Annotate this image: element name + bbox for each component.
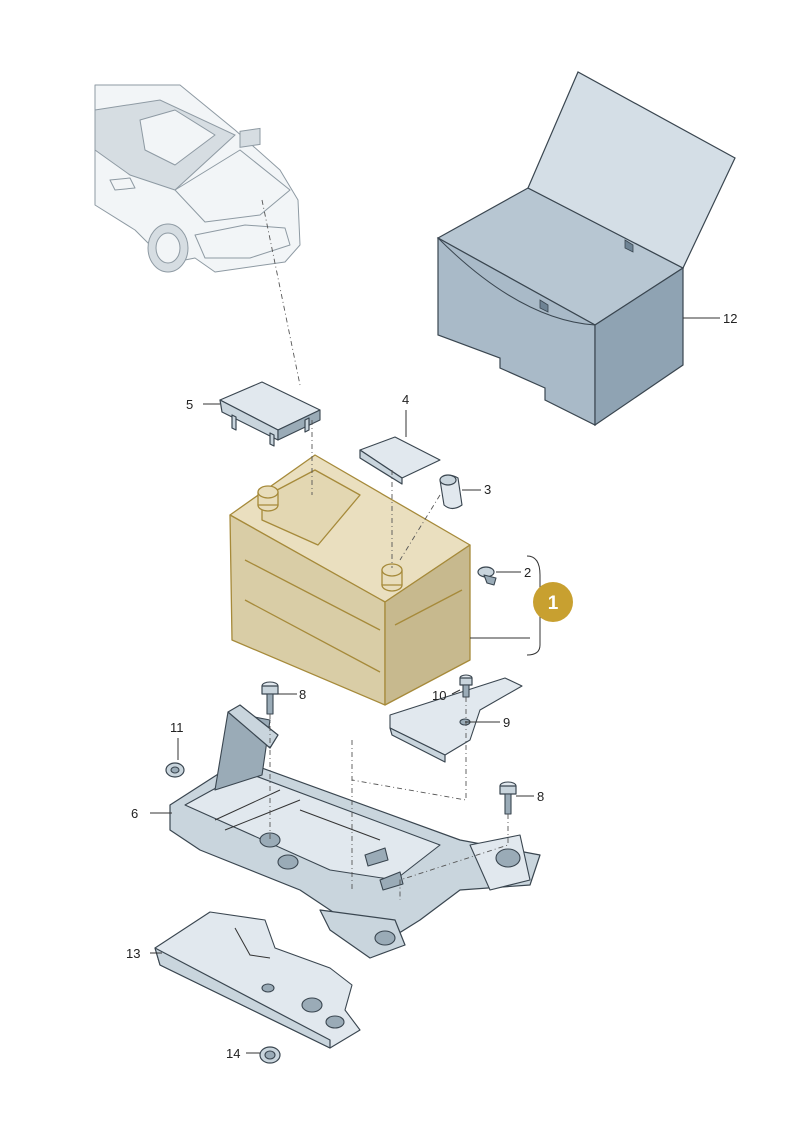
terminal-cover-part-5	[219, 381, 321, 447]
callout-12: 12	[723, 311, 737, 326]
callout-13: 13	[126, 946, 140, 961]
callout-8a: 8	[299, 687, 306, 702]
assembly-line-c	[351, 697, 467, 801]
terminal-cap-part-3	[439, 474, 463, 510]
assembly-line-g	[399, 494, 441, 561]
callout-8b: 8	[537, 789, 544, 804]
bolt-part-10	[459, 674, 473, 698]
callout-5: 5	[186, 397, 193, 412]
callout-1: 1	[548, 593, 559, 614]
battery-cover-box	[436, 71, 736, 427]
callout-10: 10	[432, 688, 446, 703]
bolt-part-8a	[261, 681, 279, 715]
insulation-pad-part-4	[359, 436, 441, 485]
vehicle-illustration	[94, 84, 301, 273]
vent-plug-part-2	[477, 566, 497, 586]
bolt-part-8b	[499, 781, 517, 815]
callout-4: 4	[402, 392, 409, 407]
battery-part-1	[229, 454, 471, 706]
nut-part-11	[165, 762, 185, 778]
highlight-badge-1[interactable]: 1	[533, 582, 573, 622]
callout-14: 14	[226, 1046, 240, 1061]
battery-tray-part-6	[169, 704, 541, 959]
assembly-line-d	[399, 814, 509, 900]
callout-6: 6	[131, 806, 138, 821]
base-plate-part-13	[154, 911, 361, 1049]
callout-2: 2	[524, 565, 531, 580]
callout-11: 11	[170, 720, 184, 735]
callout-3: 3	[484, 482, 491, 497]
hold-down-clamp-part-9	[389, 677, 523, 763]
callout-9: 9	[503, 715, 510, 730]
position-leader-line	[261, 199, 301, 386]
clip-part-14	[259, 1046, 281, 1064]
